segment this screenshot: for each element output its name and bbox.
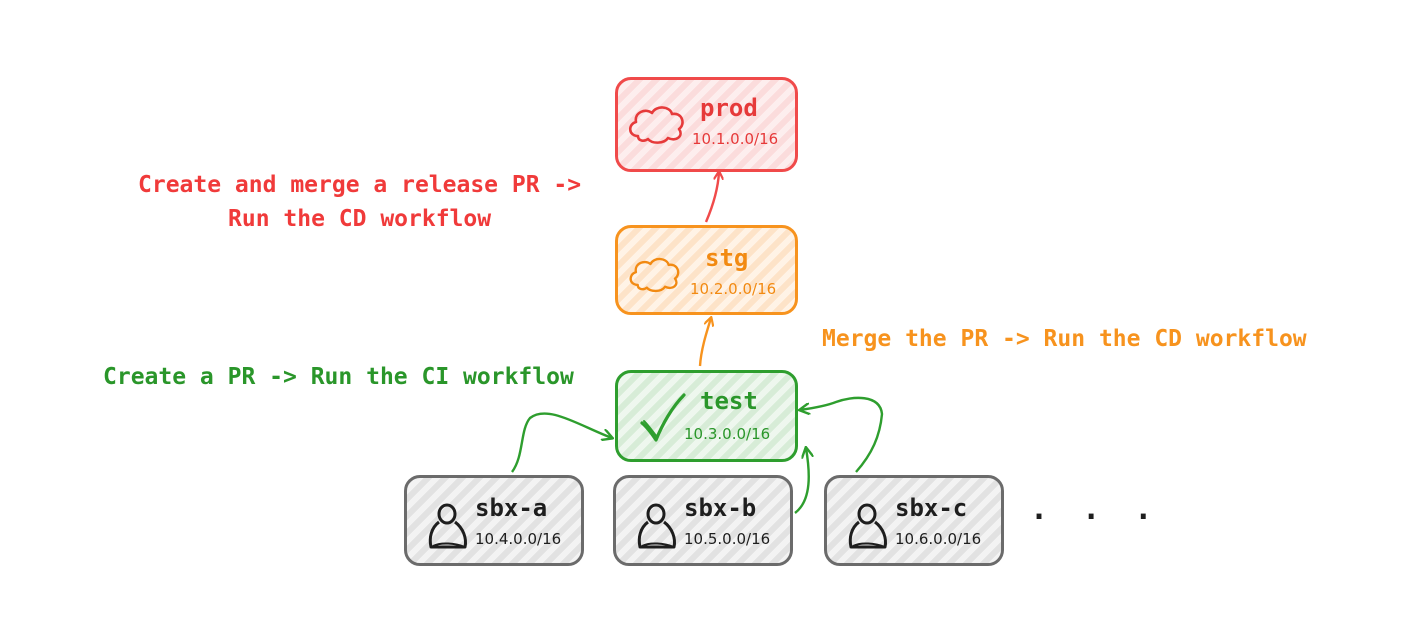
ci-annotation: Create a PR -> Run the CI workflow <box>103 364 574 390</box>
sbx-b-environment-box: sbx-b 10.5.0.0/16 <box>613 475 793 566</box>
sbx-a-to-test-arrow <box>511 412 612 473</box>
test-to-stg-arrow <box>698 318 711 367</box>
prod-environment-box: prod 10.1.0.0/16 <box>615 77 798 172</box>
stg-to-prod-arrow <box>704 172 719 223</box>
merge-annotation: Merge the PR -> Run the CD workflow <box>822 326 1307 352</box>
environment-cidr: 10.6.0.0/16 <box>895 530 982 548</box>
environment-cidr: 10.3.0.0/16 <box>684 425 771 443</box>
more-sandboxes-ellipsis: . . . <box>1030 492 1161 527</box>
sbx-a-environment-box: sbx-a 10.4.0.0/16 <box>404 475 584 566</box>
user-icon <box>848 503 887 549</box>
environment-cidr: 10.4.0.0/16 <box>475 530 562 548</box>
sbx-c-to-test-arrow <box>800 396 884 473</box>
environment-cidr: 10.5.0.0/16 <box>684 530 771 548</box>
environment-cidr: 10.1.0.0/16 <box>692 130 779 148</box>
cloud-icon <box>628 106 684 144</box>
stg-environment-box: stg 10.2.0.0/16 <box>615 225 798 315</box>
user-icon <box>428 503 467 549</box>
release-annotation-line-1: Create and merge a release PR -> <box>138 172 582 198</box>
user-icon <box>637 503 676 549</box>
sbx-b-to-test-arrow <box>794 448 809 514</box>
environment-name: sbx-b <box>684 494 757 522</box>
environment-cidr: 10.2.0.0/16 <box>690 280 777 298</box>
environment-name: sbx-c <box>895 494 968 522</box>
release-annotation-line-2: Run the CD workflow <box>228 206 492 232</box>
release-annotation: Create and merge a release PR -> Run the… <box>138 168 581 236</box>
cloud-icon <box>629 257 680 293</box>
checkmark-icon <box>640 393 686 442</box>
environment-name: sbx-a <box>475 494 548 522</box>
test-environment-box: test 10.3.0.0/16 <box>615 370 798 462</box>
sbx-c-environment-box: sbx-c 10.6.0.0/16 <box>824 475 1004 566</box>
environment-name: prod <box>700 94 758 122</box>
environment-name: stg <box>705 244 749 272</box>
environment-name: test <box>700 387 758 415</box>
